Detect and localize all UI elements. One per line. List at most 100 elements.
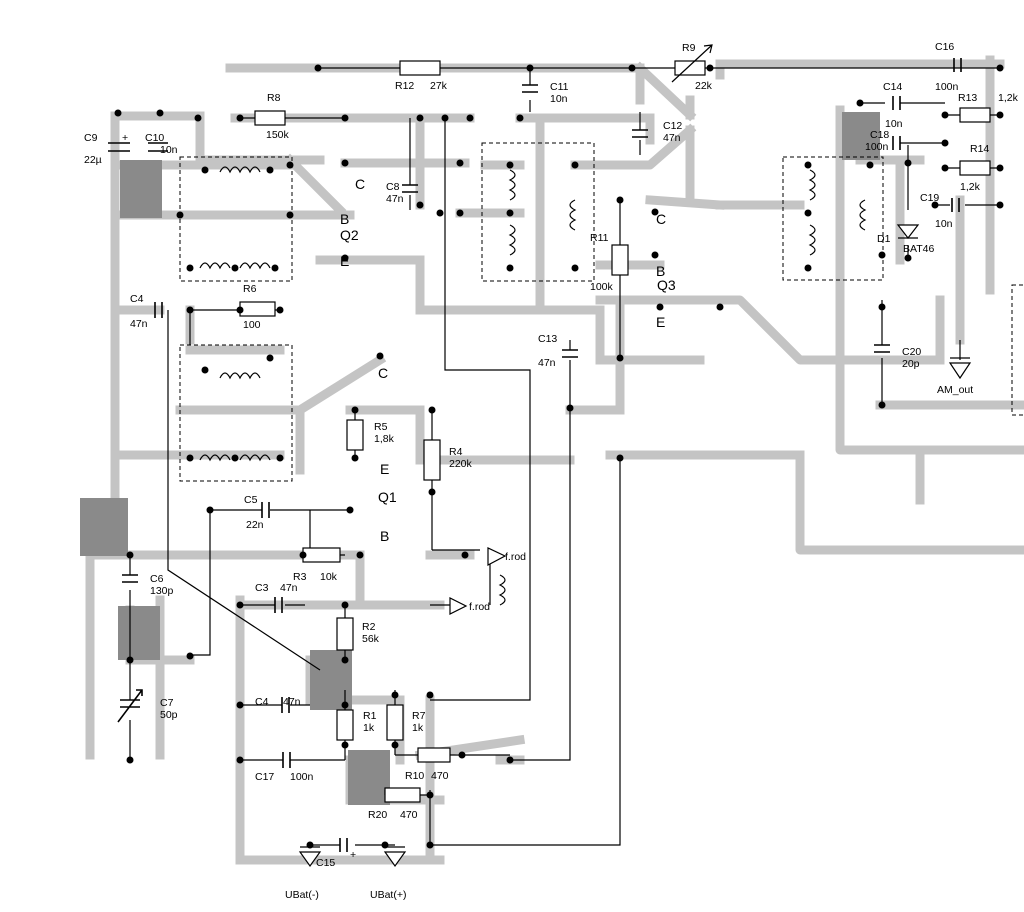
c4a-ref: C4 [130,293,144,305]
c4b-value: 47n [283,696,301,708]
q3-base-label: B [656,263,665,279]
c6-ref: C6 [150,573,164,585]
c6-plates [122,574,138,583]
c9-ref: C9 [84,132,98,144]
c8-ref: C8 [386,181,400,193]
r5-body [346,419,364,451]
coil-icon [808,169,816,256]
am-out-port-icon [948,357,972,380]
coil-icon [498,574,506,606]
c11-plates [522,84,538,93]
r12-value: 27k [430,80,448,92]
r4-value: 220k [449,458,473,470]
r7-ref: R7 [412,710,426,722]
coil-icon [199,262,271,270]
q2-emitter-label: E [340,253,349,269]
d1-ref: D1 [877,233,891,245]
c10-plates [148,142,168,152]
c8-value: 47n [386,193,404,205]
q1-emitter-label: E [380,461,389,477]
capacitor-plates [108,58,962,852]
r11-body [611,244,629,276]
c14-ref: C14 [883,81,902,93]
c4a-plates [154,302,163,318]
r9-value: 22k [695,80,713,92]
c18-value: 100n [865,141,889,153]
port-symbols [298,357,972,868]
r11-ref: R11 [590,232,609,244]
c16-value: 100n [935,81,959,93]
c3-plates [274,597,283,613]
c20-ref: C20 [902,346,921,358]
diode-d1 [896,224,920,239]
c19-value: 10n [935,218,953,230]
r9-ref: R9 [682,42,696,54]
c11-ref: C11 [550,81,569,93]
c10-value: 10n [160,144,178,156]
r13-ref: R13 [958,92,977,104]
c17-ref: C17 [255,771,274,783]
c15-ref-label: C15 [316,857,335,869]
r20-value: 470 [400,809,418,821]
pcb-traces [85,55,1024,865]
r14-value: 1,2k [960,181,981,193]
r2-body [336,617,354,651]
r11-value: 100k [590,281,614,293]
r9-body [674,60,706,76]
coil-icon [219,166,261,174]
c13-plates [562,349,578,358]
r6-ref: R6 [243,283,257,295]
frod-top-label: f.rod [505,551,526,563]
r8-body [254,110,286,126]
c14-value: 10n [885,118,903,130]
coil-icon [569,199,577,231]
c15-plates [339,838,348,852]
c9-value: 22µ [84,154,102,166]
coil-icon [219,372,261,380]
coil-icon [508,169,516,256]
c3-ref: C3 [255,582,269,594]
q2-ref: Q2 [340,227,359,243]
r8-value: 150k [266,129,290,141]
frod-bottom-port-icon [449,597,468,615]
r20-body [384,787,421,803]
junction-dots [114,64,1004,849]
c5-value: 22n [246,519,264,531]
c17-plates [282,752,291,768]
c7-ref: C7 [160,697,174,709]
c14-plates [892,96,901,110]
r10-ref: R10 [405,770,424,782]
transistor-labels: C B Q2 E C B Q3 E C E Q1 B [340,176,676,544]
r10-body [417,747,451,763]
q3-emitter-label: E [656,314,665,330]
c4b-ref: C4 [255,696,269,708]
r5-value: 1,8k [374,433,395,445]
c6-value: 130p [150,585,174,597]
r8-ref: R8 [267,92,281,104]
q2-base-label: B [340,211,349,227]
frod-bottom-label: f.rod [469,601,490,613]
c10-ref: C10 [145,132,164,144]
component-labels: C9 22µ + C10 10n R8 150k R12 27k C11 10n… [84,41,1019,869]
c19-ref: C19 [920,192,939,204]
r7-body [386,704,404,741]
c16-plates [953,58,962,72]
c13-ref: C13 [538,333,557,345]
q2-collector-label: C [355,176,365,192]
circuit-wires [129,67,1000,846]
potentiometer-arrow-icon [671,44,713,83]
c9-plates [108,142,130,152]
net-labels: AM_out f.rod f.rod UBat(-) UBat(+) [285,384,973,901]
q1-collector-label: C [378,365,388,381]
c7-value: 50p [160,709,178,721]
r13-value: 1,2k [998,92,1019,104]
q1-ref: Q1 [378,489,397,505]
r6-value: 100 [243,319,261,331]
q3-collector-label: C [656,211,666,227]
c20-value: 20p [902,358,920,370]
c13-value: 47n [538,357,556,369]
c19-plates [951,198,960,212]
ubat-minus-label: UBat(-) [285,889,319,901]
c18-ref: C18 [870,129,889,141]
